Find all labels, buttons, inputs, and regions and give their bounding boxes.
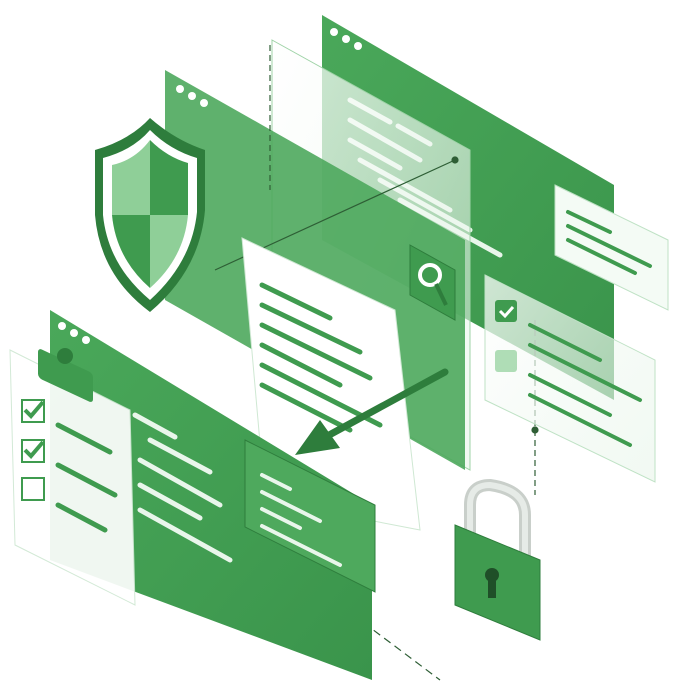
checkbox-icon — [495, 350, 517, 372]
checklist-clipboard-icon — [9, 348, 136, 606]
checkbox-icon — [495, 300, 517, 322]
connector-lines — [214, 45, 539, 681]
info-card-top-right — [554, 184, 669, 311]
magnifier-icon — [409, 244, 456, 321]
shield-icon — [95, 118, 205, 312]
padlock-icon — [454, 478, 541, 641]
arrow-icon — [295, 368, 449, 455]
code-card — [244, 439, 376, 593]
checklist-card-right — [484, 274, 656, 483]
